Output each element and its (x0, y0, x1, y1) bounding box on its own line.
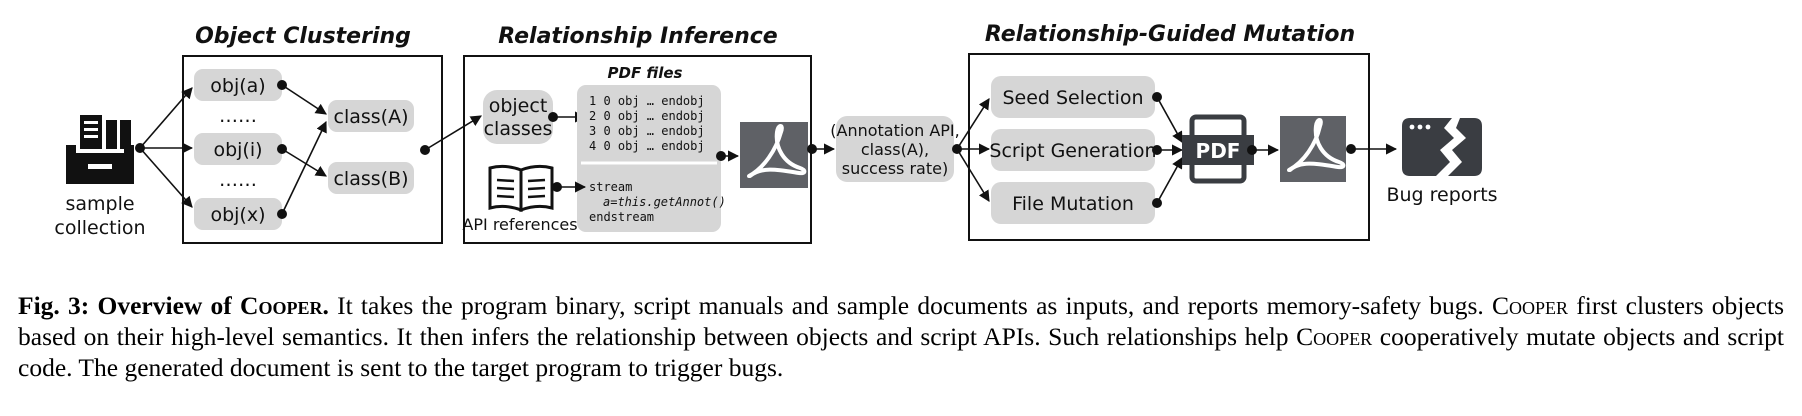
ellipsis-lower: …… (219, 169, 257, 191)
obj-x-label: obj(x) (210, 204, 265, 226)
pdf-files-panel: 1 0 obj … endobj 2 0 obj … endobj 3 0 ob… (577, 85, 726, 232)
edge-obj-a-to-class-a (281, 84, 327, 115)
caption-text-3: cooperatively mutate objects and script … (18, 322, 1784, 382)
obj-a-node: obj(a) (194, 69, 282, 101)
pdf-obj-line-4: 4 0 obj … endobj (589, 139, 705, 153)
sample-collection-label-line2: collection (54, 217, 145, 239)
stream-line-end: endstream (589, 210, 654, 224)
file-mutation-label: File Mutation (1012, 193, 1134, 215)
seed-selection-label: Seed Selection (1002, 87, 1143, 109)
caption-text-2: first clusters objects based on their hi… (18, 291, 1784, 351)
edge-to-file-mutation (956, 148, 990, 202)
obj-x-node: obj(x) (194, 198, 282, 230)
class-a-label: class(A) (334, 106, 409, 128)
edge-to-seed-selection (956, 98, 990, 150)
obj-a-label: obj(a) (210, 75, 265, 97)
script-generation-label: Script Generation (989, 140, 1156, 162)
pdf-obj-line-3: 3 0 obj … endobj (589, 124, 705, 138)
figure-caption: Fig. 3: Overview of Cooper. It takes the… (18, 290, 1784, 383)
file-mutation-node: File Mutation (991, 182, 1155, 224)
edge-seed-to-pdf (1156, 96, 1183, 143)
bug-report-icon (1402, 118, 1482, 176)
acrobat-reader-icon (740, 122, 808, 188)
object-classes-node: object classes (483, 90, 553, 144)
relationship-guided-mutation-box (968, 53, 1370, 241)
pdf-icon-label: PDF (1196, 139, 1241, 163)
overview-diagram: Object Clustering Relationship Inference… (54, 22, 1498, 244)
sample-collection-label-line1: sample (65, 193, 134, 215)
caption-text-1: It takes the program binary, script manu… (328, 291, 1493, 320)
edge-clustering-to-inference (424, 115, 482, 151)
caption-name-2: Cooper (1492, 291, 1569, 320)
class-b-label: class(B) (333, 168, 408, 190)
edge-sample-to-obj-a (139, 87, 193, 149)
open-book-icon (488, 164, 554, 213)
pdf-obj-line-1: 1 0 obj … endobj (589, 94, 705, 108)
object-classes-label-line1: object (489, 95, 548, 117)
relationship-line-3: success rate) (842, 159, 948, 178)
obj-i-node: obj(i) (194, 133, 282, 165)
edge-obj-x-to-class-a (281, 120, 327, 215)
edge-file-to-pdf (1156, 157, 1183, 204)
acrobat-reader-icon-2 (1280, 116, 1346, 182)
bug-reports-label: Bug reports (1386, 184, 1497, 206)
relationship-line-2: class(A), (861, 140, 929, 159)
caption-name-3: Cooper (1296, 322, 1373, 351)
seed-selection-node: Seed Selection (991, 76, 1155, 118)
caption-label: Fig. 3: Overview of Cooper. (18, 291, 329, 320)
object-classes-label-line2: classes (484, 118, 553, 140)
file-tray-icon (66, 115, 134, 184)
edge-obj-i-to-class-b (281, 148, 327, 177)
object-clustering-title: Object Clustering (195, 24, 411, 49)
stream-line-code: a=this.getAnnot() (603, 195, 726, 209)
script-generation-node: Script Generation (989, 129, 1157, 171)
relationship-line-1: (Annotation API, (830, 121, 959, 140)
pdf-obj-line-2: 2 0 obj … endobj (589, 109, 705, 123)
class-b-node: class(B) (328, 162, 414, 194)
relationship-guided-mutation-title: Relationship-Guided Mutation (985, 22, 1355, 47)
stream-line-start: stream (589, 180, 632, 194)
edge-sample-to-obj-x (139, 147, 193, 208)
pdf-document-icon: PDF (1182, 114, 1254, 184)
pdf-files-title: PDF files (608, 64, 683, 82)
ellipsis-upper: …… (219, 105, 257, 127)
obj-i-label: obj(i) (213, 139, 262, 161)
relationship-tuple-node: (Annotation API, class(A), success rate) (830, 116, 960, 182)
api-references-label: API references (462, 215, 577, 234)
class-a-node: class(A) (328, 100, 414, 132)
relationship-inference-title: Relationship Inference (498, 24, 778, 49)
